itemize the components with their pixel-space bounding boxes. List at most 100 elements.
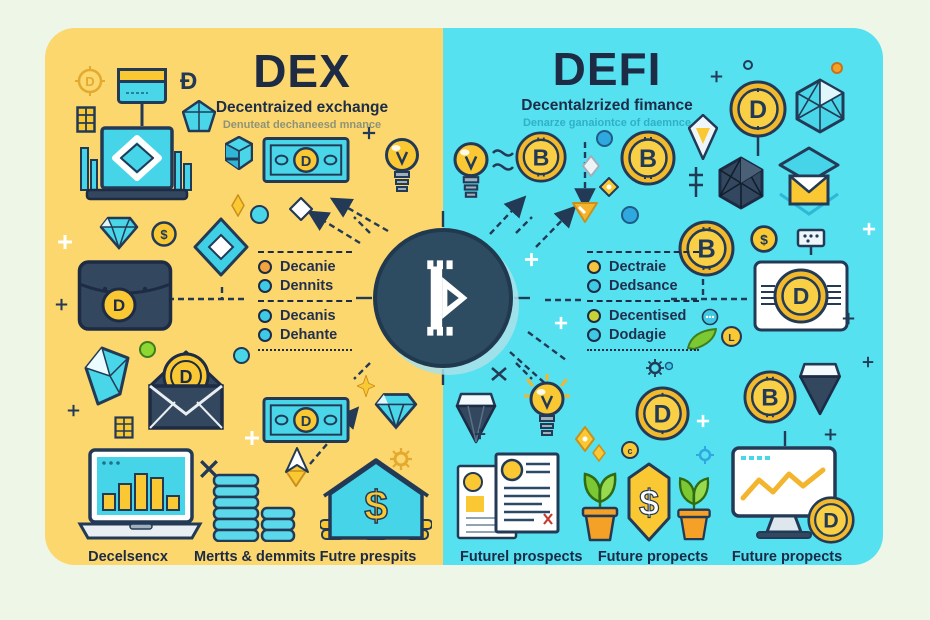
list-item-label: Dodagie [609,327,667,343]
dollar-badge-icon: $ [626,462,672,542]
b-coin-icon: B [743,370,797,424]
list-item: Decanie [258,258,352,276]
list-item: Dehante [258,326,352,344]
gear-icon [389,447,413,471]
sparkle-icon [824,428,837,441]
d-coin-icon: D [635,386,690,441]
dark-gem-icon [455,390,497,446]
yellow-diamond-icon [574,425,596,453]
sparkle-icon [862,356,874,368]
sparkle-icon [245,431,259,445]
defi-list: Dectraie Dedsance Decentised Dodagie [587,246,699,356]
banknote-icon: D [262,136,350,184]
defi-footer-label: Future propects [731,549,843,565]
dark-polyhedron-icon [718,156,764,210]
defi-footer-label: Future propects [597,549,709,565]
gem-polyhedron-icon [181,99,217,134]
divider [587,349,699,351]
d-coin-stick-icon: D [728,80,788,158]
coin-letter: B [639,145,657,173]
dollar-glyph: $ [364,482,387,529]
dollar-coin-icon: $ [750,225,778,253]
card-icon [117,68,167,104]
bullet-icon [258,328,272,342]
c-coin-icon: c [621,441,639,459]
dotted-circle-icon [701,308,719,326]
gear-icon [695,445,715,465]
center-crypto-coin-icon [373,228,513,368]
bullet-icon [587,309,601,323]
envelope-diamond-icon [776,146,842,216]
white-diamond-icon [288,196,314,222]
dark-gem-icon [798,360,842,418]
sparkle-icon [226,157,238,161]
dex-title-block: DEX Decentraized exchange Denuteat decha… [202,48,402,131]
list-item: Dedsance [587,277,699,295]
cursor-arrow-icon [284,446,310,474]
monitor-chart-icon [731,446,837,542]
grid-icon [76,106,96,133]
green-dot-icon [139,341,156,358]
coin-stacks-icon [212,460,296,543]
coin-letter: $ [760,231,768,247]
dex-title: DEX [253,45,351,97]
tilde-marks-icon [492,148,514,174]
defi-tagline: Denarze ganaiontce of daemnce [522,117,692,129]
gear-icon [645,358,674,378]
dollar-coin-icon: $ [151,221,177,247]
list-item: Decentised [587,307,699,325]
b-coin-icon: B [620,130,676,186]
coin-letter: B [761,385,778,412]
cube-icon [224,135,254,171]
sparkle-icon [862,222,876,236]
orange-dot-icon [831,62,843,74]
yellow-diamond-icon [231,193,245,218]
envelope-coin-icon: D [144,342,228,434]
double-dagger-icon [688,166,704,198]
yellow-triangle-icon [571,201,599,225]
yellow-diamond-icon [592,443,606,463]
list-item: Dennits [258,277,352,295]
sparkle-icon [67,404,80,417]
bullet-icon [587,260,601,274]
sparkle-icon [55,298,68,311]
sign-icon [796,228,826,256]
list-item-label: Decanie [280,259,336,275]
list-item: Decanis [258,307,352,325]
plant-pot-icon [671,470,717,542]
bullet-icon [258,309,272,323]
blue-dot-icon [596,130,613,147]
list-item-label: Decanis [280,308,336,324]
d-coin-icon: D [806,496,856,544]
coin-letter: D [113,296,125,315]
dex-subtitle: Decentraized exchange [215,99,389,116]
bullet-icon [587,279,601,293]
l-coin-icon: L [721,326,742,347]
sparkle-icon [842,312,855,325]
list-item-label: Dectraie [609,259,667,275]
sparkle-icon [710,70,723,83]
cyan-polyhedron-icon [795,78,845,134]
b-coin-icon: B [678,220,735,277]
bullet-icon [258,279,272,293]
sparkle-icon [696,414,710,428]
coin-letter: L [728,332,735,344]
defi-subtitle: Decentalzrized fimance [521,97,693,114]
coin-letter: B [697,236,715,264]
sparkle-icon [524,252,539,267]
defi-title-block: DEFI Decentalzrized fimance Denarze gana… [482,46,732,129]
glowing-bulb-icon [522,372,572,444]
diamond-token-icon [192,216,250,278]
sparkle-icon [362,126,376,140]
bullet-icon [258,260,272,274]
sparkle-icon [474,428,486,440]
white-diamond-icon [581,154,601,178]
coin-letter: D [301,154,312,170]
exchange-terminal-icon [75,122,197,206]
list-item: Dodagie [587,326,699,344]
b-coin-icon: B [515,130,567,184]
house-dollar-icon: $ [319,458,433,542]
list-item-label: Dehante [280,327,338,343]
